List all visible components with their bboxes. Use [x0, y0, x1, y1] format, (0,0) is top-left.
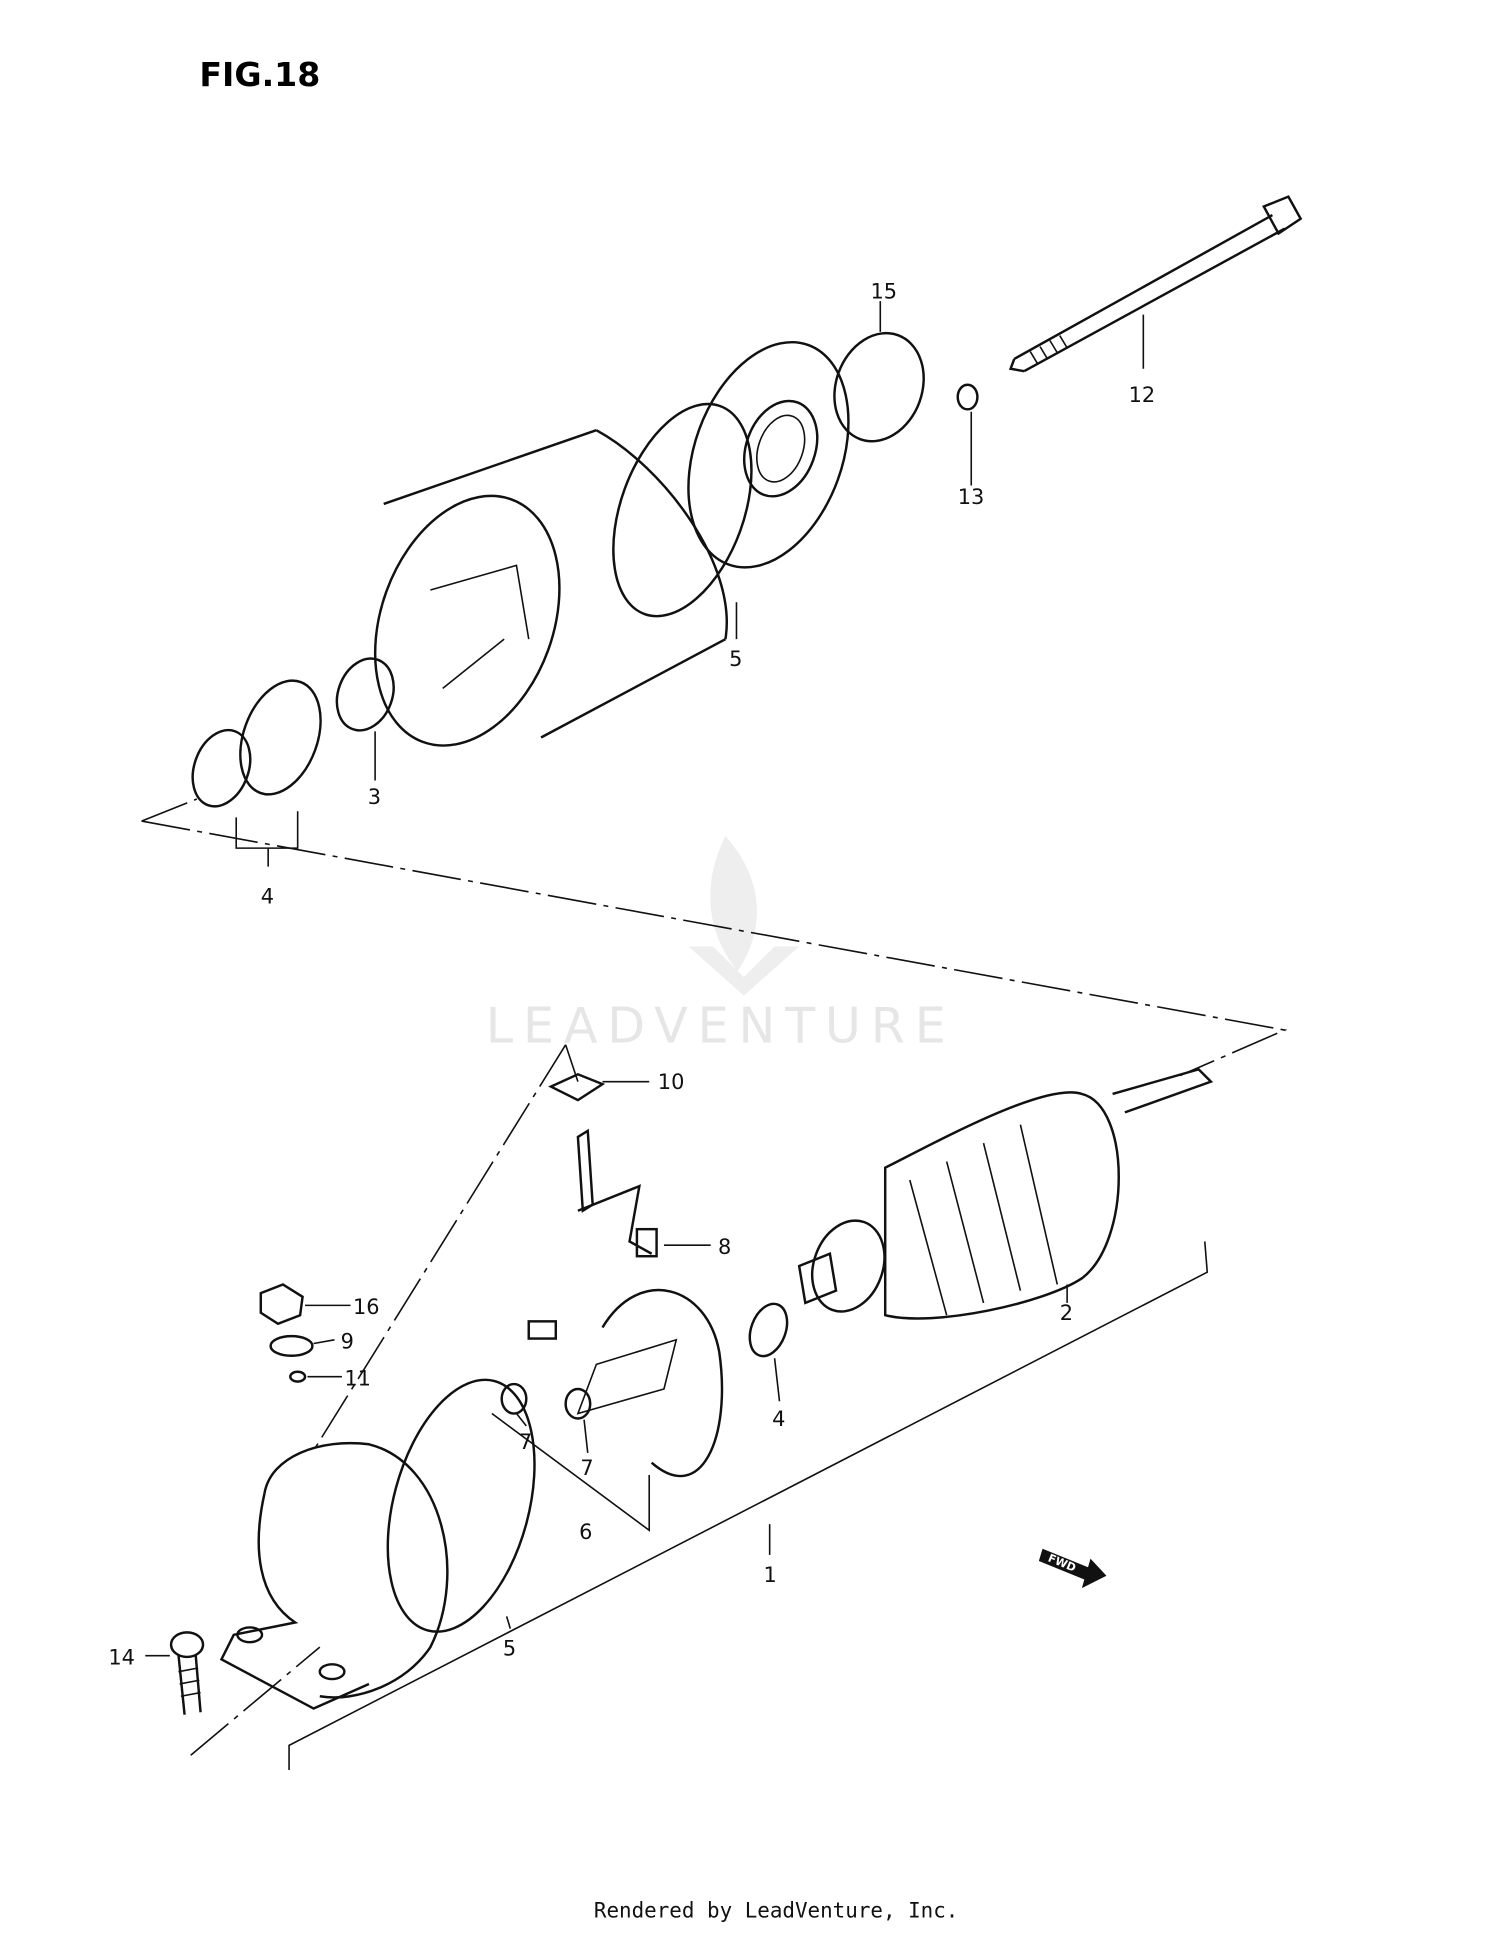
callout-8: 8 [718, 1235, 731, 1259]
part-armature-2 [797, 1067, 1214, 1320]
leader-lines [145, 301, 1145, 1657]
callout-15: 15 [870, 280, 897, 304]
callout-1: 1 [764, 1563, 777, 1587]
callout-5-lower: 5 [503, 1637, 516, 1661]
part-front-cover [219, 1441, 449, 1710]
assembly-bracket-1 [288, 1241, 1209, 1770]
part-nut-10 [548, 1072, 606, 1102]
callout-9: 9 [341, 1329, 354, 1353]
part-washer-13 [956, 383, 979, 411]
part-washer-9 [269, 1334, 314, 1357]
callout-3: 3 [368, 785, 381, 809]
part-nut-16 [259, 1283, 304, 1326]
callout-13: 13 [958, 485, 985, 509]
part-washers-4 [191, 679, 322, 867]
part-brush-holder [491, 1288, 724, 1532]
watermark-text: LEADVENTURE [486, 996, 956, 1054]
assembly-centerline-3 [190, 1646, 321, 1756]
assembly-centerline [141, 798, 1288, 1077]
footer-credit: Rendered by LeadVenture, Inc. [594, 1899, 958, 1923]
callout-14: 14 [108, 1645, 135, 1669]
callout-4-lower: 4 [772, 1407, 785, 1431]
callout-16: 16 [353, 1295, 380, 1319]
fwd-arrow-icon: FWD [1038, 1548, 1107, 1589]
part-oring-5-lower [386, 1378, 536, 1633]
callout-6: 6 [579, 1520, 592, 1544]
callout-2: 2 [1060, 1301, 1073, 1325]
part-oring-5-upper [612, 402, 753, 618]
callout-4-upper: 4 [261, 884, 274, 908]
part-bearing-3 [335, 657, 395, 732]
callout-10: 10 [658, 1070, 685, 1094]
part-oring-15 [833, 331, 925, 443]
callout-5-upper: 5 [729, 647, 742, 671]
part-rear-housing [687, 340, 850, 569]
part-terminal-8 [576, 1128, 658, 1258]
callout-7a: 7 [519, 1430, 532, 1454]
callout-12: 12 [1129, 383, 1156, 407]
callout-11: 11 [344, 1366, 371, 1390]
part-washer-11 [289, 1370, 307, 1383]
fwd-label: FWD [1046, 1552, 1078, 1575]
part-washer-4-lower [748, 1302, 789, 1358]
watermark-logo: LEADVENTURE [486, 835, 956, 1054]
part-yoke [373, 429, 728, 747]
part-bolt-12 [1008, 195, 1303, 373]
part-screw-14 [169, 1631, 205, 1715]
figure-title: FIG.18 [199, 55, 320, 94]
callout-7b: 7 [580, 1456, 593, 1480]
